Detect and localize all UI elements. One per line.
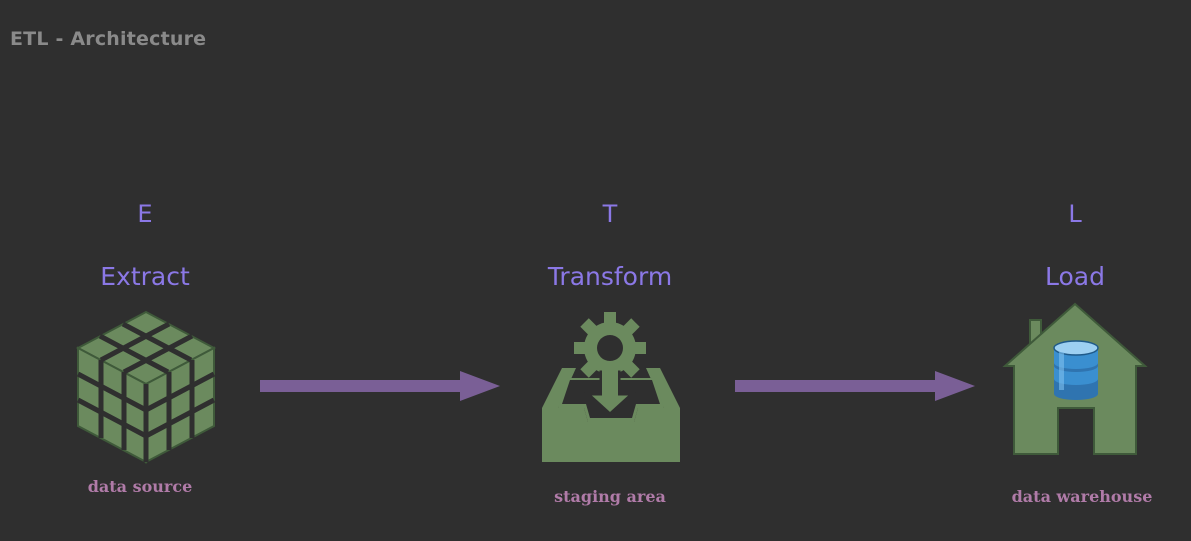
warehouse-database-icon (1002, 302, 1148, 455)
arrow-transform-to-load (735, 371, 975, 401)
diagram-title: ETL - Architecture (10, 28, 207, 50)
arrow-extract-to-transform (260, 371, 500, 401)
caption-data-source: data source (87, 477, 193, 496)
caption-data-warehouse: data warehouse (1011, 487, 1153, 506)
inbox-gear-icon (542, 312, 680, 462)
stage-name-transform: Transform (547, 262, 673, 291)
caption-staging-area: staging area (554, 487, 666, 506)
stage-letter-l: L (1068, 200, 1082, 228)
stage-letter-t: T (602, 200, 618, 228)
stage-name-extract: Extract (100, 262, 190, 291)
database-icon (1053, 340, 1099, 400)
stage-letter-e: E (137, 200, 153, 228)
stage-name-load: Load (1045, 262, 1105, 291)
cube-grid-icon (75, 310, 217, 464)
